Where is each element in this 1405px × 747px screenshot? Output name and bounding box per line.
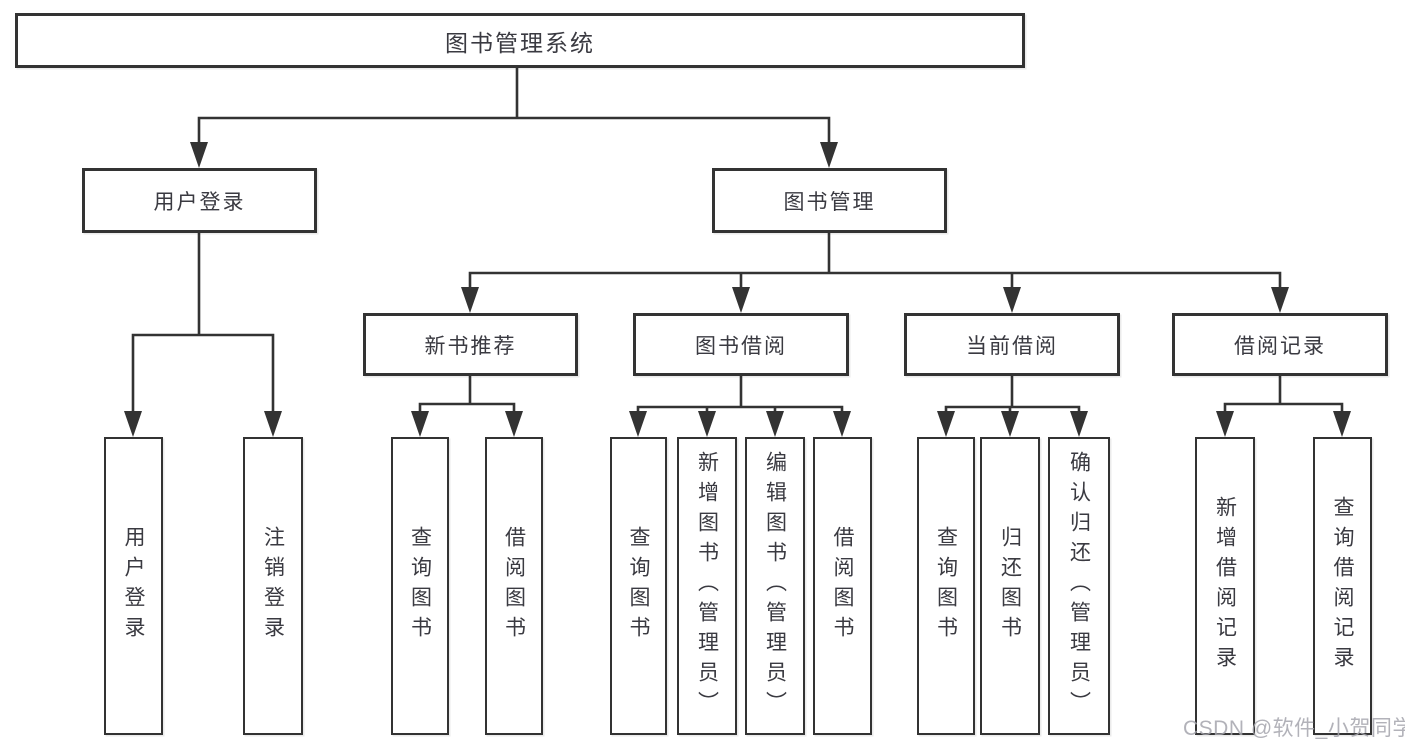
node-new-book-recommend: 新书推荐 bbox=[363, 313, 578, 376]
node-label: 借阅记录 bbox=[1234, 334, 1326, 358]
node-label: 图书管理系统 bbox=[445, 29, 595, 56]
leaf-confirm-return-admin: 确认归还（管理员） bbox=[1048, 437, 1110, 735]
node-user-login: 用户登录 bbox=[82, 168, 317, 233]
node-label: 归还图书 bbox=[998, 526, 1022, 646]
leaf-query-borrow-record: 查询借阅记录 bbox=[1313, 437, 1372, 735]
node-label: 当前借阅 bbox=[966, 334, 1058, 358]
leaf-return-books: 归还图书 bbox=[980, 437, 1040, 735]
leaf-logout-login: 注销登录 bbox=[243, 437, 303, 735]
csdn-watermark: CSDN @软件_小贺同学 bbox=[1183, 717, 1405, 740]
leaf-borrow-books-recommend: 借阅图书 bbox=[485, 437, 543, 735]
node-label: 新增图书（管理员） bbox=[695, 451, 719, 721]
node-label: 用户登录 bbox=[122, 526, 145, 646]
node-label: 新增借阅记录 bbox=[1213, 496, 1237, 676]
node-label: 注销登录 bbox=[261, 526, 285, 646]
leaf-query-books-current: 查询图书 bbox=[917, 437, 975, 735]
leaf-query-books-recommend: 查询图书 bbox=[391, 437, 449, 735]
leaf-user-login: 用户登录 bbox=[104, 437, 163, 735]
leaf-edit-books-admin: 编辑图书（管理员） bbox=[745, 437, 805, 735]
node-label: 查询图书 bbox=[627, 526, 650, 646]
node-label: 借阅图书 bbox=[502, 526, 526, 646]
leaf-borrow-books: 借阅图书 bbox=[813, 437, 872, 735]
node-book-borrow: 图书借阅 bbox=[633, 313, 849, 376]
node-current-borrow: 当前借阅 bbox=[904, 313, 1120, 376]
leaf-add-books-admin: 新增图书（管理员） bbox=[677, 437, 737, 735]
node-label: 图书借阅 bbox=[695, 334, 787, 358]
node-label: 查询图书 bbox=[934, 526, 958, 646]
node-label: 图书管理 bbox=[783, 190, 876, 214]
node-borrow-record: 借阅记录 bbox=[1172, 313, 1388, 376]
node-label: 用户登录 bbox=[153, 190, 246, 214]
node-library-management-system: 图书管理系统 bbox=[15, 13, 1025, 68]
node-label: 查询图书 bbox=[408, 526, 432, 646]
leaf-query-books-borrow: 查询图书 bbox=[610, 437, 667, 735]
node-label: 查询借阅记录 bbox=[1331, 496, 1354, 676]
leaf-add-borrow-record: 新增借阅记录 bbox=[1195, 437, 1255, 735]
node-label: 借阅图书 bbox=[831, 526, 854, 646]
node-book-management: 图书管理 bbox=[712, 168, 947, 233]
node-label: 确认归还（管理员） bbox=[1067, 451, 1091, 721]
node-label: 编辑图书（管理员） bbox=[763, 451, 787, 721]
node-label: 新书推荐 bbox=[424, 334, 517, 358]
